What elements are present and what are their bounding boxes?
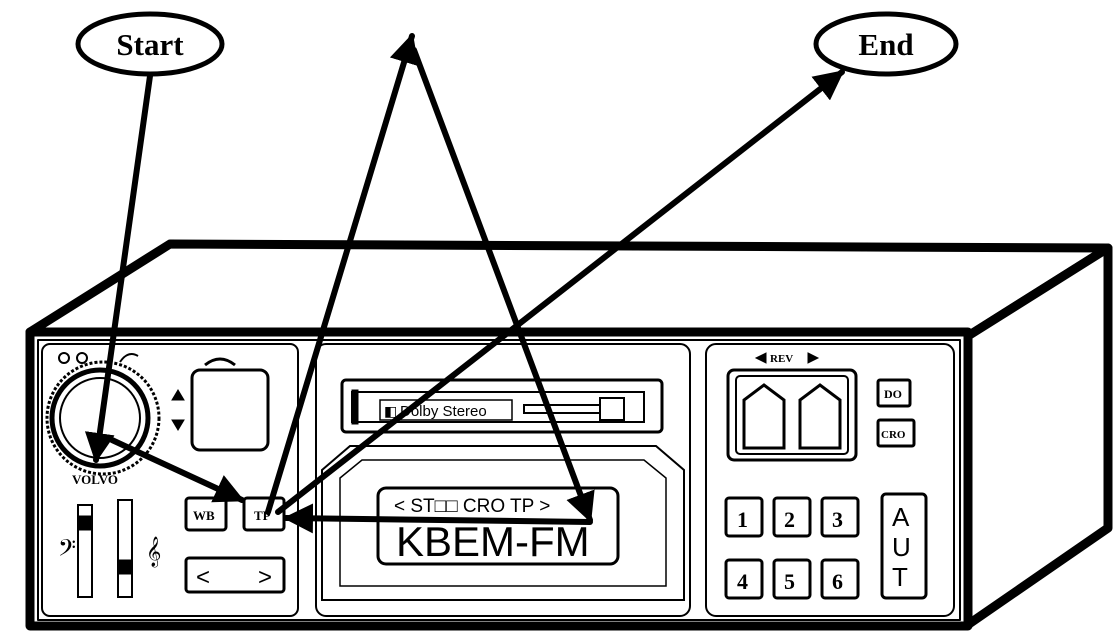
- end-marker: End: [816, 14, 956, 74]
- cassette-lever-end: [600, 398, 624, 420]
- treble-clef-icon: 𝄞: [146, 536, 161, 568]
- brand-label: VOLVO: [72, 472, 118, 487]
- preset-label: 3: [832, 507, 843, 532]
- treble-slider[interactable]: [118, 500, 132, 597]
- preset-label: 4: [737, 569, 748, 594]
- display-status-line: < ST□□ CRO TP >: [394, 496, 550, 517]
- rew-button[interactable]: [744, 385, 784, 448]
- aut-label-u: U: [892, 532, 911, 562]
- aut-label-a: A: [892, 502, 910, 532]
- dolby-button-label: DO: [884, 387, 902, 401]
- cassette-slot-bar: [352, 390, 358, 424]
- preset-label: 1: [737, 507, 748, 532]
- indicator-dot-1: [59, 353, 69, 363]
- ff-button[interactable]: [800, 385, 840, 448]
- left-panel: VOLVO 𝄢 𝄞 WB TP < >: [42, 344, 298, 616]
- display-station: KBEM-FM: [396, 518, 590, 565]
- scanpath-arrow-5: [286, 518, 590, 522]
- seek-right-label[interactable]: >: [258, 564, 272, 591]
- start-label: Start: [116, 27, 184, 62]
- center-panel: ◧ Dolby Stereo < ST□□ CRO TP > KBEM-FM: [316, 344, 690, 616]
- right-panel: REV DO CRO 1 2 3 4 5 6 A U T: [706, 344, 954, 616]
- indicator-dot-2: [77, 353, 87, 363]
- preset-label: 5: [784, 569, 795, 594]
- seek-left-label[interactable]: <: [196, 564, 210, 591]
- cassette-lever[interactable]: [524, 405, 600, 413]
- aut-label-t: T: [892, 562, 908, 592]
- treble-slider-knob[interactable]: [118, 560, 132, 574]
- start-marker: Start: [78, 14, 222, 74]
- bass-slider-knob[interactable]: [78, 516, 92, 530]
- bass-clef-icon: 𝄢: [58, 536, 76, 567]
- radio-top-face: [30, 244, 1108, 336]
- rev-label: REV: [770, 353, 793, 365]
- cro-button-label: CRO: [881, 429, 906, 441]
- end-label: End: [858, 27, 913, 62]
- square-button[interactable]: [192, 370, 268, 450]
- preset-label: 2: [784, 507, 795, 532]
- preset-label: 6: [832, 569, 843, 594]
- wb-button-label: WB: [193, 508, 215, 523]
